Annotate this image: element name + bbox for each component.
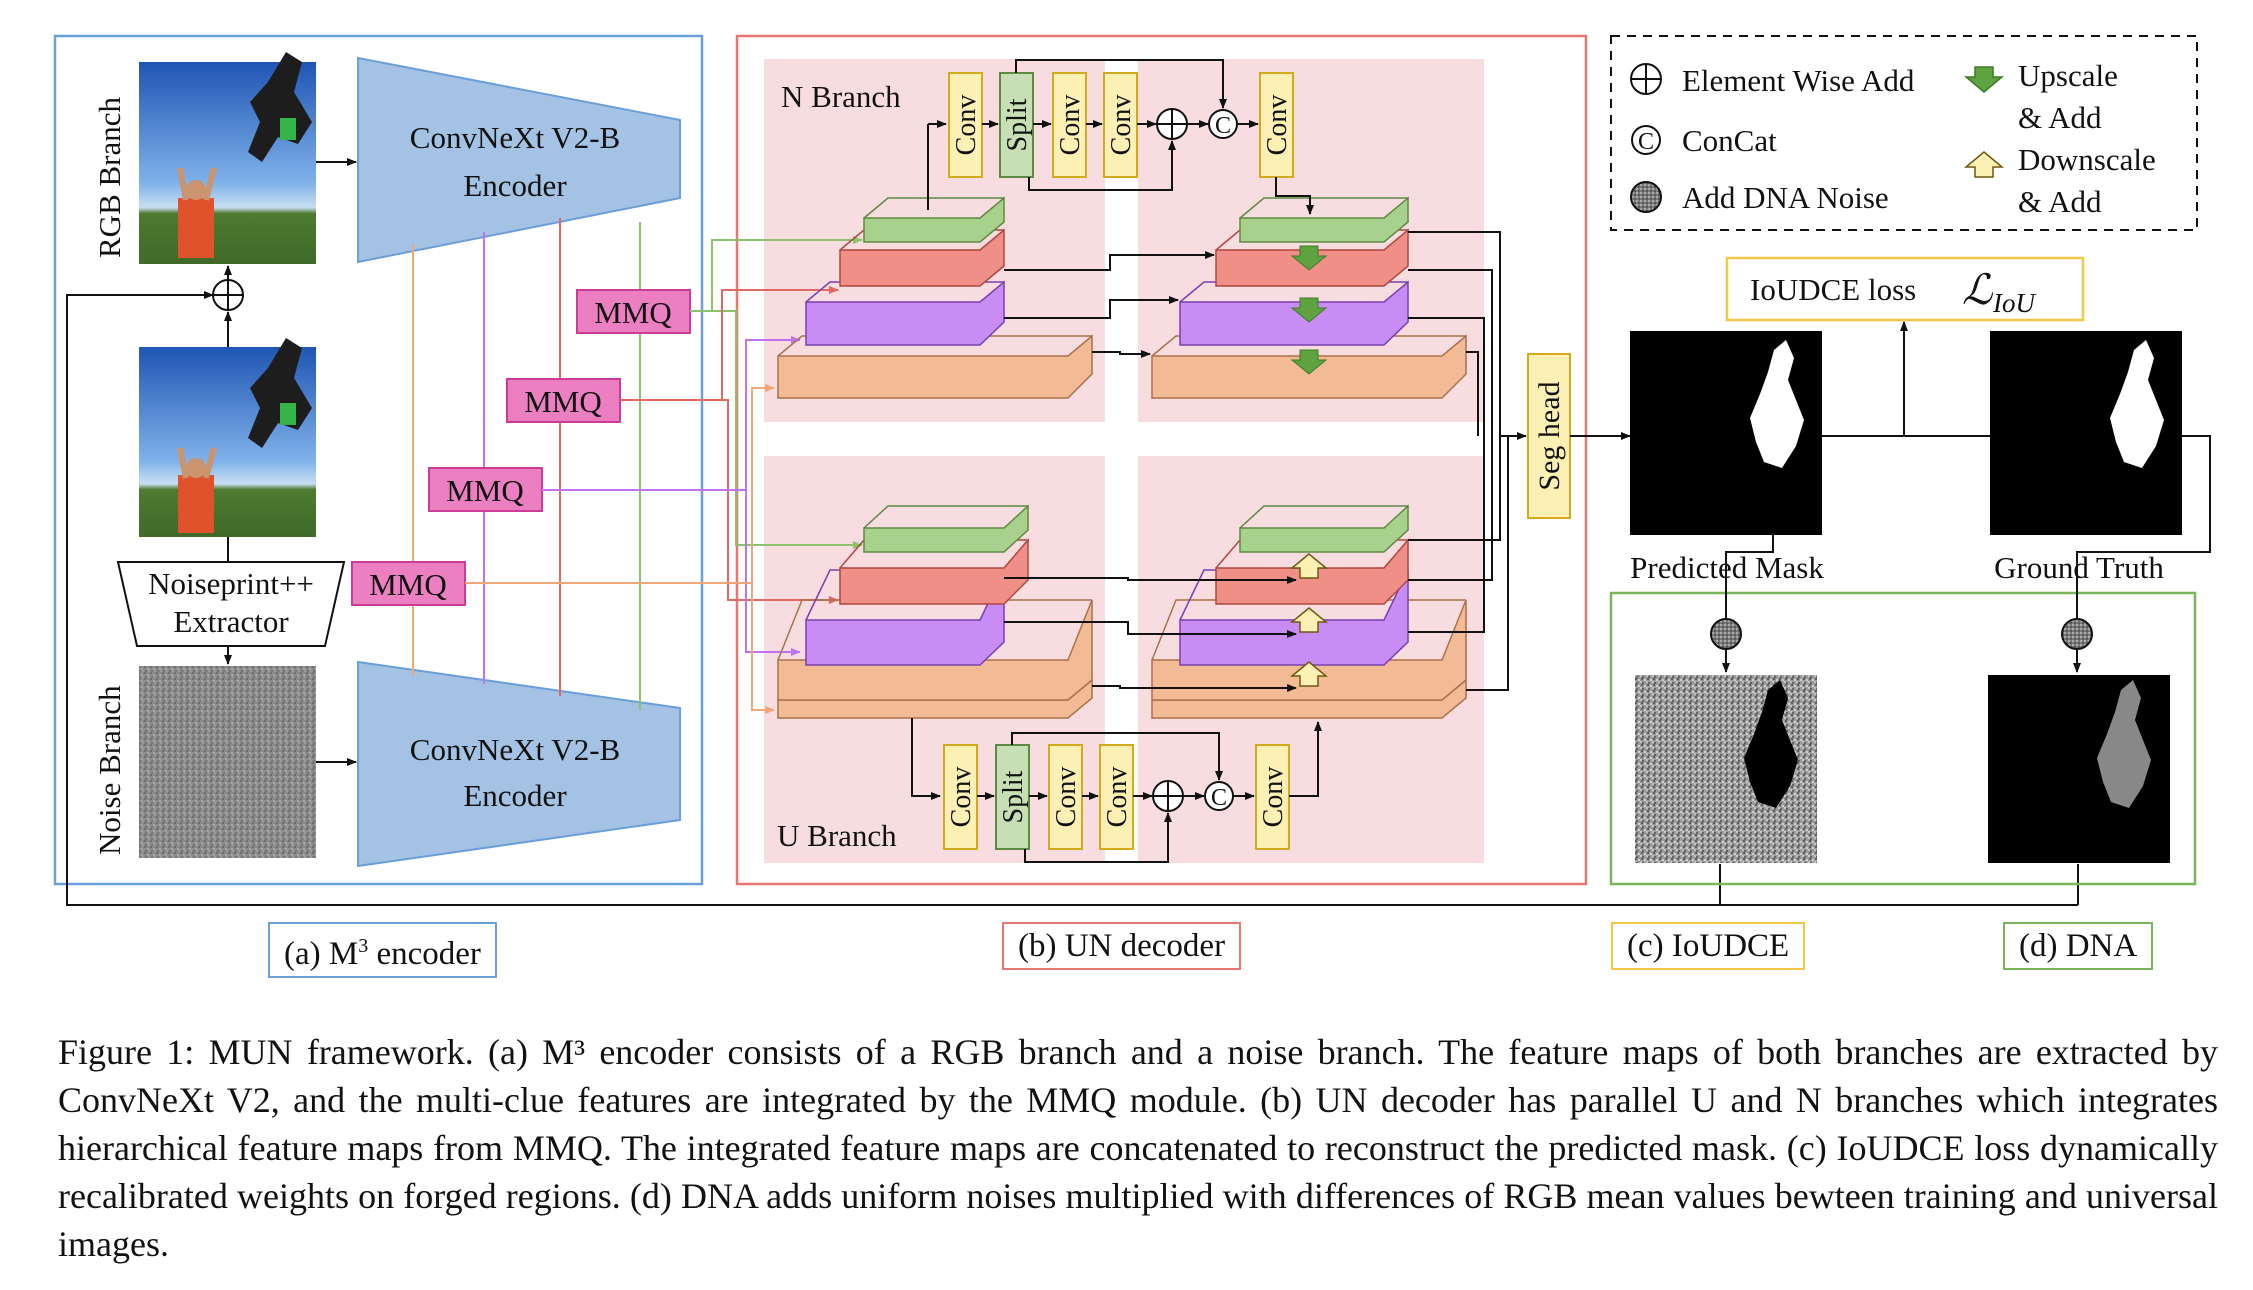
legend-upscale-line1: Upscale: [2018, 58, 2118, 93]
seg-head-box: [1527, 353, 1571, 519]
n-right-stack: [1151, 196, 1467, 399]
legend-add-dna-noise: Add DNA Noise: [1682, 180, 1889, 215]
rgb-branch-label: RGB Branch: [92, 96, 127, 258]
downscale-arrow-icon: [1289, 607, 1329, 633]
stack-connections: [1004, 251, 1297, 692]
u-right-stack: [1151, 504, 1467, 719]
svg-text:Conv: Conv: [1258, 767, 1289, 828]
svg-text:Split: Split: [998, 770, 1029, 823]
dna-frame: [1609, 591, 2197, 886]
loss-symbol: ℒ: [1962, 268, 1993, 314]
ground-truth-image: [1990, 331, 2182, 535]
svg-text:C: C: [1211, 785, 1227, 811]
noise-branch-label: Noise Branch: [92, 685, 127, 855]
downscale-arrow-icon: [1289, 553, 1329, 579]
mmq-box-3: [428, 467, 543, 512]
mmq-box-4: [351, 561, 466, 606]
label-a-encoder: (a) M3 encoder: [268, 922, 497, 978]
n-left-stack: [777, 196, 1093, 399]
mmq-box-1: [576, 289, 691, 334]
ioudce-loss-box: [1725, 256, 2085, 322]
n-conv-chain: Conv Split Conv Conv C Conv: [927, 59, 1314, 215]
dna-feedback-line: [66, 291, 1721, 906]
extractor-line2: Extractor: [173, 604, 289, 639]
upscale-arrow-icon: [1290, 245, 1328, 271]
u-conv-chain: Conv Split Conv Conv C Conv: [911, 718, 1322, 863]
svg-text:Conv: Conv: [1102, 767, 1133, 828]
rgb-encoder-line1: ConvNeXt V2-B: [410, 120, 620, 155]
ground-truth-label: Ground Truth: [1994, 550, 2164, 585]
mmq-label-4: MMQ: [369, 567, 447, 602]
loss-subscript: IoU: [1992, 288, 2036, 318]
concat-circle-icon: [1631, 125, 1661, 155]
legend-upscale-line2: & Add: [2018, 100, 2102, 135]
svg-text:Conv: Conv: [1262, 95, 1293, 156]
label-b-decoder: (b) UN decoder: [1002, 922, 1242, 970]
upscale-arrow-icon: [1290, 297, 1328, 323]
seg-head-label: Seg head: [1533, 381, 1566, 490]
rgb-copy-image: [139, 338, 316, 537]
mmq-box-2: [506, 378, 621, 423]
predicted-mask-image: [1630, 331, 1822, 535]
noise-encoder: [357, 660, 681, 868]
rgb-encoder-line2: Encoder: [463, 168, 567, 203]
mmq-label-2: MMQ: [524, 384, 602, 419]
svg-text:Conv: Conv: [951, 95, 982, 156]
svg-text:Conv: Conv: [1055, 95, 1086, 156]
downscale-arrow-icon: [1289, 661, 1329, 687]
down-arrow-icon: [1963, 66, 2005, 93]
svg-text:C: C: [1638, 129, 1654, 155]
u-left-stack: [777, 504, 1093, 719]
noise-map-image: [139, 666, 316, 858]
rgb-encoder: [357, 56, 681, 264]
legend-box: [1610, 35, 2198, 231]
svg-text:Split: Split: [1002, 98, 1033, 151]
mmq-label-3: MMQ: [446, 473, 524, 508]
legend-concat: ConCat: [1682, 123, 1777, 158]
noise-encoder-line2: Encoder: [463, 778, 567, 813]
up-arrow-icon: [1963, 151, 2005, 178]
rgb-input-image: [139, 52, 316, 264]
noise-circle-icon: [2061, 618, 2093, 650]
label-d-dna: (d) DNA: [2003, 922, 2154, 970]
noiseprint-extractor: [116, 561, 346, 647]
noisy-mask-image: [1635, 675, 1817, 863]
label-c-ioudce: (c) IoUDCE: [1611, 922, 1806, 970]
legend-element-wise-add: Element Wise Add: [1682, 63, 1915, 98]
upscale-arrow-icon: [1290, 349, 1328, 375]
noise-circle-icon: [1710, 618, 1742, 650]
extractor-line1: Noiseprint++: [148, 566, 314, 601]
n-branch-label: N Branch: [781, 79, 901, 114]
svg-text:Conv: Conv: [1051, 767, 1082, 828]
noisy-gt-image: [1988, 675, 2170, 863]
noise-encoder-line1: ConvNeXt V2-B: [410, 732, 620, 767]
figure-caption: Figure 1: MUN framework. (a) M³ encoder …: [58, 1032, 2218, 1264]
legend-downscale-line2: & Add: [2018, 184, 2102, 219]
mmq-label-1: MMQ: [594, 295, 672, 330]
encoder-frame: [53, 34, 704, 886]
noise-circle-icon: [1630, 181, 1662, 213]
u-branch-label: U Branch: [777, 818, 897, 853]
ioudce-loss-text: IoUDCE loss: [1750, 272, 1916, 307]
svg-text:Conv: Conv: [946, 767, 977, 828]
predicted-mask-label: Predicted Mask: [1630, 550, 1824, 585]
to-seghead-lines: [1408, 231, 1527, 691]
svg-text:Conv: Conv: [1106, 95, 1137, 156]
legend-downscale-line1: Downscale: [2018, 142, 2156, 177]
svg-text:C: C: [1215, 113, 1231, 139]
